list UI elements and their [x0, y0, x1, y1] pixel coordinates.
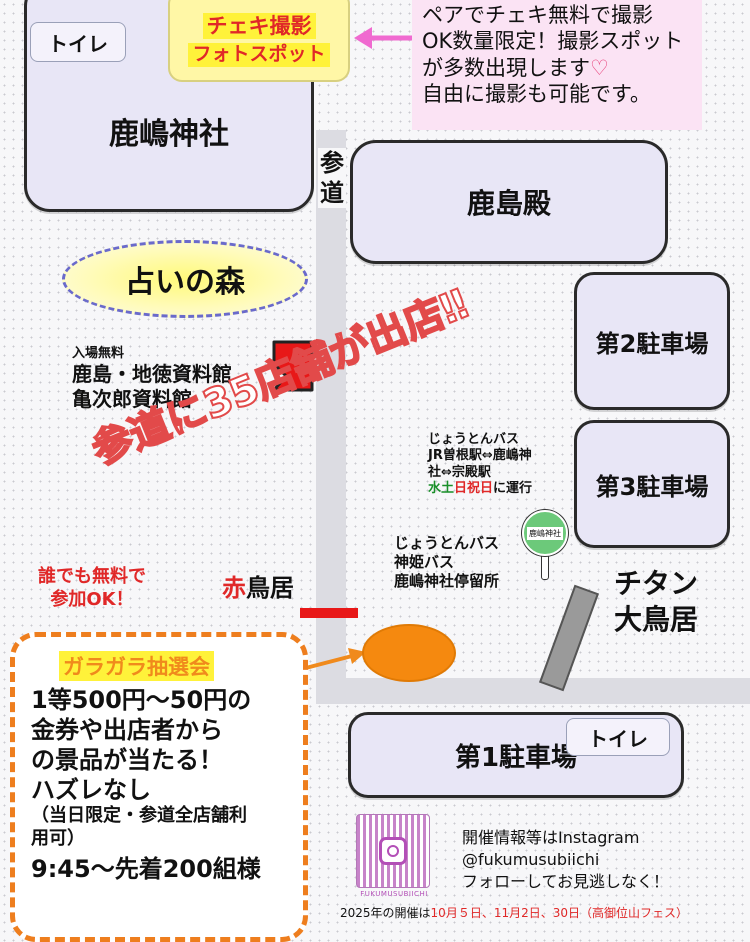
bus1-days: 水土日祝日に運行	[428, 480, 533, 496]
titan-torii-marker[interactable]	[538, 584, 600, 692]
lottery-line1: 1等500円～50円の	[31, 686, 252, 714]
instagram-qr[interactable]	[356, 814, 430, 888]
bus-info-2: じょうとんバス 神姫バス 鹿嶋神社停留所	[394, 534, 499, 590]
parking-3-label: 第3駐車場	[595, 472, 709, 501]
toilet-label-2: トイレ	[588, 726, 648, 751]
parking-2[interactable]: 第2駐車場	[574, 272, 730, 410]
red-torii-label: 赤鳥居	[222, 574, 294, 602]
sando-road	[316, 130, 346, 690]
parking-2-label: 第2駐車場	[595, 329, 709, 358]
parking-1-label: 第1駐車場	[454, 742, 578, 773]
instagram-line3: フォローしてお見逃しなく！	[462, 872, 670, 891]
bus1-route2: 社⇔宗殿駅	[428, 464, 491, 480]
footer-dates: 2025年の開催は10月５日、11月2日、30日（高御位山フェス）	[340, 906, 689, 920]
instagram-icon	[379, 837, 407, 865]
lottery-spot[interactable]	[362, 624, 456, 682]
lottery-line3: の景品が当たる！	[31, 746, 223, 774]
cheki-note-line1: ペアでチェキ無料で撮影	[422, 3, 653, 27]
museum-marker-icon	[272, 340, 314, 392]
qr-caption: FUKUMUSUBIICHI	[360, 890, 428, 898]
cheki-note: ペアでチェキ無料で撮影 OK数量限定！撮影スポット が多数出現します♡ 自由に撮…	[412, 0, 702, 130]
red-torii-marker[interactable]	[300, 608, 358, 618]
museum-info: 入場無料 鹿島・地徳資料館 亀次郎資料館	[72, 346, 232, 412]
instagram-handle[interactable]: @fukumusubiichi	[462, 850, 600, 869]
free-join-note: 誰でも無料で 参加OK！	[38, 566, 146, 610]
instagram-info: 開催情報等はInstagram @fukumusubiichi フォローしてお見…	[462, 828, 669, 892]
bus-stop-sign-label: 鹿嶋神社	[527, 526, 563, 540]
bus2-line3: 鹿嶋神社停留所	[394, 571, 500, 590]
bus2-line1: じょうとんバス	[394, 534, 500, 552]
cheki-note-line4: 自由に撮影も可能です。	[422, 81, 651, 106]
lottery-title: ガラガラ抽選会	[59, 651, 214, 681]
lottery-note1: （当日限定・参道全店舗利	[31, 805, 247, 826]
cheki-note-line2: OK数量限定！撮影スポット	[422, 29, 684, 54]
cheki-note-line3: が多数出現します♡	[422, 55, 609, 80]
parking-3[interactable]: 第3駐車場	[574, 420, 730, 548]
lottery-line4: ハズレなし	[31, 776, 151, 804]
bus-stop-sign-icon[interactable]: 鹿嶋神社	[522, 510, 568, 556]
shrine-toilet[interactable]: トイレ	[30, 22, 126, 62]
lottery-note2: 用可）	[31, 827, 85, 849]
museum-line1: 鹿島・地徳資料館	[72, 362, 232, 387]
museum-free-label: 入場無料	[72, 346, 125, 361]
uranai-label: 占いの森	[125, 265, 245, 300]
lottery-time: 9:45～先着200組様	[31, 855, 261, 883]
kashimaden-building[interactable]: 鹿島殿	[350, 140, 668, 264]
sando-label: 参道	[318, 148, 346, 208]
bus-info-1: じょうとんバス JR曽根駅⇔鹿嶋神 社⇔宗殿駅 水土日祝日に運行	[428, 432, 532, 497]
shrine-label: 鹿嶋神社	[109, 117, 229, 152]
parking-1-toilet[interactable]: トイレ	[566, 718, 670, 756]
lottery-box: ガラガラ抽選会 1等500円～50円の 金券や出店者から の景品が当たる！ ハズ…	[10, 632, 308, 942]
toilet-label: トイレ	[48, 31, 108, 56]
lower-road	[316, 678, 750, 704]
heart-icon: ♡	[590, 55, 609, 80]
lottery-line2: 金券や出店者から	[31, 716, 223, 744]
museum-line2: 亀次郎資料館	[72, 387, 192, 412]
bus1-route1: JR曽根駅⇔鹿嶋神	[428, 448, 532, 464]
cheki-title: チェキ撮影	[202, 13, 316, 40]
cheki-subtitle: フォトスポット	[188, 43, 330, 67]
instagram-line1: 開催情報等はInstagram	[462, 828, 640, 847]
bus1-title: じょうとんバス	[428, 432, 520, 447]
titan-torii-label: チタン 大鳥居	[614, 567, 699, 637]
bus2-line2: 神姫バス	[394, 552, 455, 571]
kashimaden-label: 鹿島殿	[466, 187, 551, 220]
uranai-forest[interactable]: 占いの森	[62, 240, 308, 318]
arrow-left-icon	[354, 27, 416, 49]
cheki-photo-spot[interactable]: チェキ撮影 フォトスポット	[168, 0, 350, 82]
